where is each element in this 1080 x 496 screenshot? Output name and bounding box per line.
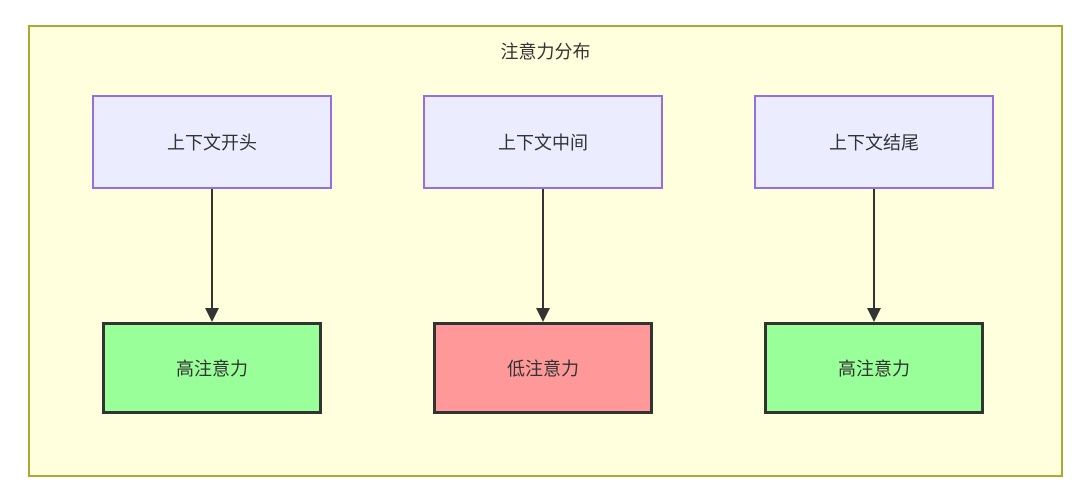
diagram-container: 注意力分布 上下文开头 高注意力 上下文中间 低注意力 bbox=[28, 25, 1063, 477]
arrow-line bbox=[542, 189, 544, 309]
arrow-line bbox=[873, 189, 875, 309]
result-node-low-attention: 低注意力 bbox=[433, 322, 653, 414]
result-node-label: 高注意力 bbox=[176, 359, 248, 379]
result-node-label: 低注意力 bbox=[507, 359, 579, 379]
source-node-context-middle: 上下文中间 bbox=[423, 95, 663, 189]
source-node-context-start: 上下文开头 bbox=[92, 95, 332, 189]
source-node-label: 上下文开头 bbox=[167, 133, 257, 153]
arrow-head-icon bbox=[867, 308, 881, 322]
source-node-label: 上下文结尾 bbox=[829, 133, 919, 153]
source-node-context-end: 上下文结尾 bbox=[754, 95, 994, 189]
down-arrow bbox=[536, 189, 550, 322]
arrow-head-icon bbox=[536, 308, 550, 322]
flow-column-context-start: 上下文开头 高注意力 bbox=[92, 95, 332, 414]
diagram-title: 注意力分布 bbox=[500, 42, 591, 62]
arrow-head-icon bbox=[205, 308, 219, 322]
down-arrow bbox=[867, 189, 881, 322]
flow-columns: 上下文开头 高注意力 上下文中间 低注意力 上下文结 bbox=[30, 95, 1061, 414]
down-arrow bbox=[205, 189, 219, 322]
result-node-high-attention-1: 高注意力 bbox=[102, 322, 322, 414]
result-node-label: 高注意力 bbox=[838, 359, 910, 379]
arrow-line bbox=[211, 189, 213, 309]
flow-column-context-end: 上下文结尾 高注意力 bbox=[754, 95, 994, 414]
flow-column-context-middle: 上下文中间 低注意力 bbox=[423, 95, 663, 414]
result-node-high-attention-2: 高注意力 bbox=[764, 322, 984, 414]
source-node-label: 上下文中间 bbox=[498, 133, 588, 153]
